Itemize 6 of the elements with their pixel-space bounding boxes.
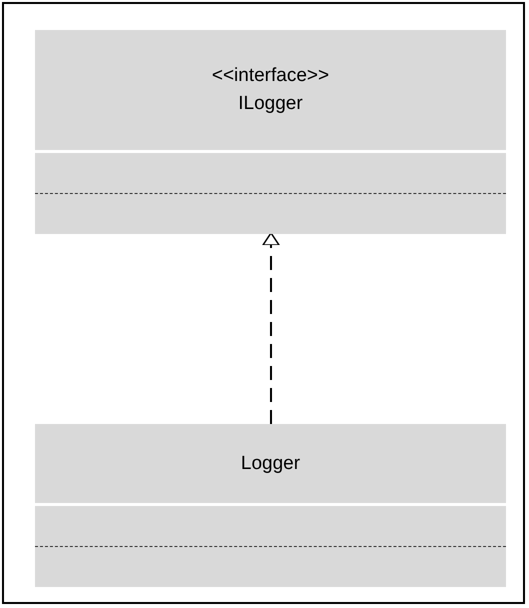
class-name: Logger bbox=[240, 452, 300, 474]
class-box bbox=[35, 424, 506, 587]
stereotype-label: <<interface>> bbox=[212, 65, 330, 87]
class-box bbox=[35, 30, 506, 234]
realization-arrow bbox=[262, 232, 280, 424]
class-name: ILogger bbox=[238, 93, 303, 115]
